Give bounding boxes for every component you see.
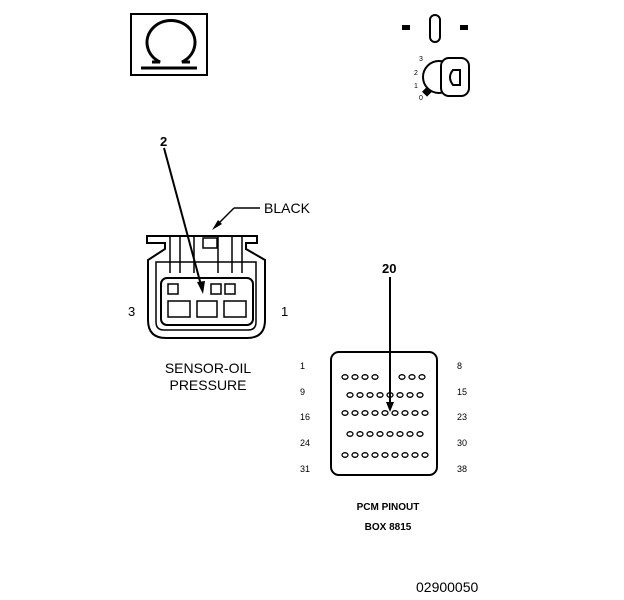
pcm-pin-label: 20	[382, 261, 396, 276]
ignition-key-icon: 3 2 1 0	[402, 14, 470, 102]
pcm-pin	[341, 374, 349, 380]
pcm-title-line2: BOX 8815	[365, 522, 412, 533]
pcm-pin	[421, 410, 429, 416]
sensor-terminal-right: 1	[281, 304, 288, 319]
pcm-pin	[396, 392, 404, 398]
pcm-pin	[366, 431, 374, 437]
pcm-pin	[346, 431, 354, 437]
ignition-position-0: 0	[419, 95, 423, 102]
pcm-pin	[341, 452, 349, 458]
pcm-pin	[408, 374, 416, 380]
pcm-pin	[381, 410, 389, 416]
pcm-pin	[398, 374, 406, 380]
pcm-pin	[361, 374, 369, 380]
pcm-pin	[376, 392, 384, 398]
pcm-pin	[406, 431, 414, 437]
pcm-title-line1: PCM PINOUT	[357, 502, 420, 513]
pcm-pin-arrow	[386, 277, 394, 412]
pcm-pin	[371, 374, 379, 380]
pcm-pin	[361, 452, 369, 458]
pcm-connector	[330, 351, 438, 476]
sensor-title-line2: PRESSURE	[169, 377, 246, 393]
pcm-pin	[346, 392, 354, 398]
pcm-pin	[401, 410, 409, 416]
pcm-pin	[366, 392, 374, 398]
pcm-pin	[416, 431, 424, 437]
pcm-pin	[411, 410, 419, 416]
sensor-pin-arrow	[163, 147, 205, 294]
pcm-pin	[406, 392, 414, 398]
ignition-position-2: 2	[414, 70, 418, 77]
pcm-pin	[411, 452, 419, 458]
pcm-pin	[351, 452, 359, 458]
pcm-pin	[361, 410, 369, 416]
pcm-pin-grid	[341, 374, 429, 458]
pcm-row-label-right-2: 15	[457, 387, 467, 397]
pcm-row-label-left-1: 1	[300, 361, 305, 371]
sensor-terminal-left: 3	[128, 304, 135, 319]
sensor-title-line1: SENSOR-OIL	[165, 360, 252, 376]
pcm-pin	[356, 431, 364, 437]
ignition-position-3: 3	[419, 56, 423, 63]
pcm-row-label-right-1: 8	[457, 361, 462, 371]
pcm-row-label-left-2: 9	[300, 387, 305, 397]
pcm-pin	[396, 431, 404, 437]
pcm-row-label-right-5: 38	[457, 464, 467, 474]
pcm-pin	[391, 452, 399, 458]
pcm-pin	[401, 452, 409, 458]
pcm-row-label-right-4: 30	[457, 438, 467, 448]
pcm-pin	[391, 410, 399, 416]
pcm-pin	[371, 410, 379, 416]
sensor-color-label: BLACK	[264, 200, 311, 216]
ignition-position-1: 1	[414, 83, 418, 90]
pcm-row-label-left-4: 24	[300, 438, 310, 448]
pcm-pin	[356, 392, 364, 398]
figure-id: 02900050	[416, 579, 479, 595]
pcm-row-label-right-3: 23	[457, 412, 467, 422]
pcm-row-label-left-5: 31	[300, 464, 310, 474]
pcm-pin	[416, 392, 424, 398]
pcm-row-label-left-3: 16	[300, 412, 310, 422]
sensor-pin-label: 2	[160, 134, 167, 149]
pcm-pin	[351, 374, 359, 380]
pcm-pin	[386, 431, 394, 437]
black-leader-line	[212, 207, 260, 230]
pcm-pin	[418, 374, 426, 380]
pcm-pin	[351, 410, 359, 416]
pcm-pin	[421, 452, 429, 458]
pcm-pin	[381, 452, 389, 458]
pcm-pin	[371, 452, 379, 458]
pcm-pin	[376, 431, 384, 437]
sensor-connector	[146, 235, 266, 339]
ohm-icon	[130, 13, 208, 76]
pcm-pin	[341, 410, 349, 416]
